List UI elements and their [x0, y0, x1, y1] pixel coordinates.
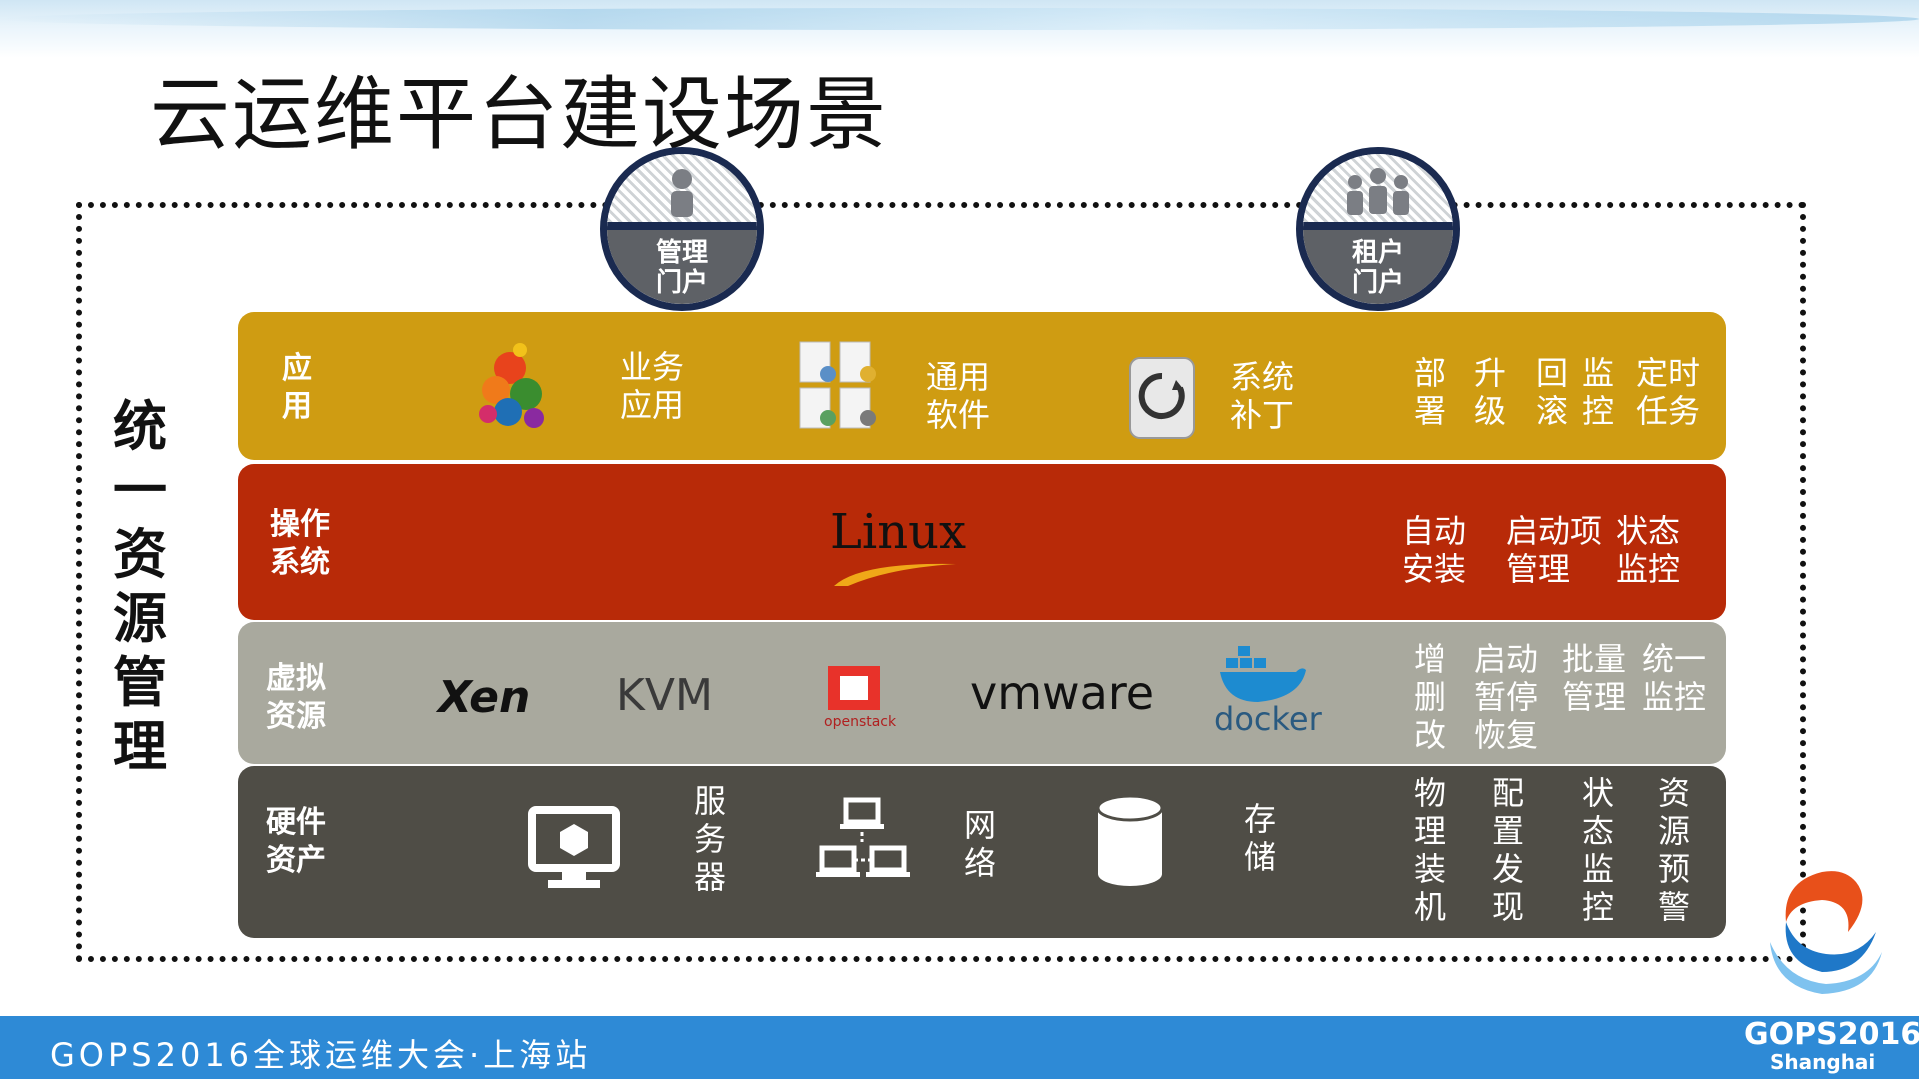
- tenant-portal-label-1: 租户: [1351, 238, 1404, 268]
- docker-whale-icon: [1220, 646, 1306, 702]
- linux-logo: Linux: [830, 504, 967, 560]
- function-upgrade: 升级: [1473, 354, 1506, 430]
- function-scheduled-task: 定时任务: [1636, 354, 1701, 430]
- unified-resource-frame: [76, 202, 1806, 962]
- page-title: 云运维平台建设场景: [150, 68, 888, 161]
- gops-swirl-logo-icon: [1770, 871, 1882, 994]
- storage-label: 存储: [1243, 800, 1276, 876]
- openstack-icon: [828, 666, 880, 710]
- storage-cylinder-icon: [1096, 794, 1164, 886]
- xen-logo: Xen: [438, 672, 531, 723]
- function-start-pause-resume: 启动暂停恢复: [1474, 640, 1539, 754]
- side-label-char: 理: [113, 715, 167, 778]
- side-label-char: 统: [113, 395, 167, 458]
- system-patch-label: 系统补丁: [1230, 358, 1295, 434]
- gops-logo: GOPS2016 Shanghai: [1744, 1017, 1919, 1075]
- side-label-char: 资: [113, 523, 167, 586]
- side-label-char: 源: [113, 587, 167, 650]
- function-rollback: 回滚: [1535, 354, 1568, 430]
- admin-portal-label-2: 门户: [655, 268, 708, 298]
- docker-logo: docker: [1214, 700, 1322, 738]
- tenant-portal-label-2: 门户: [1351, 268, 1404, 298]
- server-label: 服务器: [693, 782, 726, 896]
- layer-name-hw: 硬件资产: [266, 805, 326, 878]
- side-label-char: 管: [113, 651, 167, 714]
- side-label-char: 一: [113, 459, 167, 522]
- kvm-logo: KVM: [616, 670, 713, 721]
- admin-portal[interactable]: 管理门户: [600, 147, 764, 311]
- function-auto-install: 自动安装: [1402, 512, 1467, 588]
- footer-bar: GOPS2016全球运维大会·上海站: [0, 1016, 1919, 1079]
- function-batch-mgmt: 批量管理: [1562, 640, 1627, 716]
- gops-logo-sub: Shanghai: [1770, 1050, 1876, 1074]
- business-apps-label: 业务应用: [620, 348, 685, 424]
- server-monitor-icon: [528, 806, 620, 888]
- application-layer: 应用 业务应用 通用软件 系统补丁 部署 升级 回滚 监控 定时任务: [238, 312, 1726, 460]
- unified-resource-management-label: 统 一 资 源 管 理: [110, 395, 170, 779]
- linux-swoosh-icon: [834, 563, 956, 586]
- function-monitor: 监控: [1581, 354, 1614, 430]
- admin-user-icon: [671, 169, 693, 217]
- function-startup-mgmt: 启动项管理: [1506, 512, 1603, 588]
- function-physical-install: 物理装机: [1413, 774, 1446, 926]
- common-software-label: 通用软件: [926, 358, 991, 434]
- function-status-monitoring: 状态监控: [1581, 774, 1614, 926]
- function-resource-alert: 资源预警: [1657, 774, 1690, 926]
- function-crud: 增删改: [1413, 640, 1446, 754]
- gops-logo-main: GOPS2016: [1744, 1017, 1919, 1052]
- software-boxes-icon: [799, 341, 876, 429]
- tenant-users-icon: [1347, 168, 1409, 215]
- top-decoration-band: [0, 0, 1919, 58]
- function-unified-monitor: 统一监控: [1642, 640, 1707, 716]
- virtual-resource-layer: 虚拟资源 Xen KVM openstack vmware docker 增删改…: [238, 622, 1726, 764]
- admin-portal-label-1: 管理: [655, 238, 708, 268]
- layer-name-os: 操作系统: [270, 507, 330, 580]
- function-deploy: 部署: [1413, 354, 1446, 430]
- tenant-portal[interactable]: 租户门户: [1296, 147, 1460, 311]
- footer-conference-text: GOPS2016全球运维大会·上海站: [50, 1036, 592, 1074]
- system-patch-icon: [1129, 357, 1195, 439]
- business-apps-icon: [479, 343, 544, 428]
- openstack-logo-text: openstack: [824, 714, 897, 730]
- hardware-asset-layer: 硬件资产 服务器 网络 存储 物理装机 配置发现 状态监控 资源预警: [238, 766, 1726, 938]
- network-label: 网络: [963, 806, 996, 882]
- os-layer: 操作系统 Linux 自动安装 启动项管理 状态监控: [238, 464, 1726, 620]
- function-config-discovery: 配置发现: [1491, 774, 1524, 926]
- network-icon: [816, 797, 910, 877]
- layer-name-virt: 虚拟资源: [266, 661, 326, 734]
- function-status-monitor: 状态监控: [1616, 512, 1681, 588]
- layer-name-app: 应用: [282, 351, 312, 424]
- vmware-logo: vmware: [970, 666, 1155, 720]
